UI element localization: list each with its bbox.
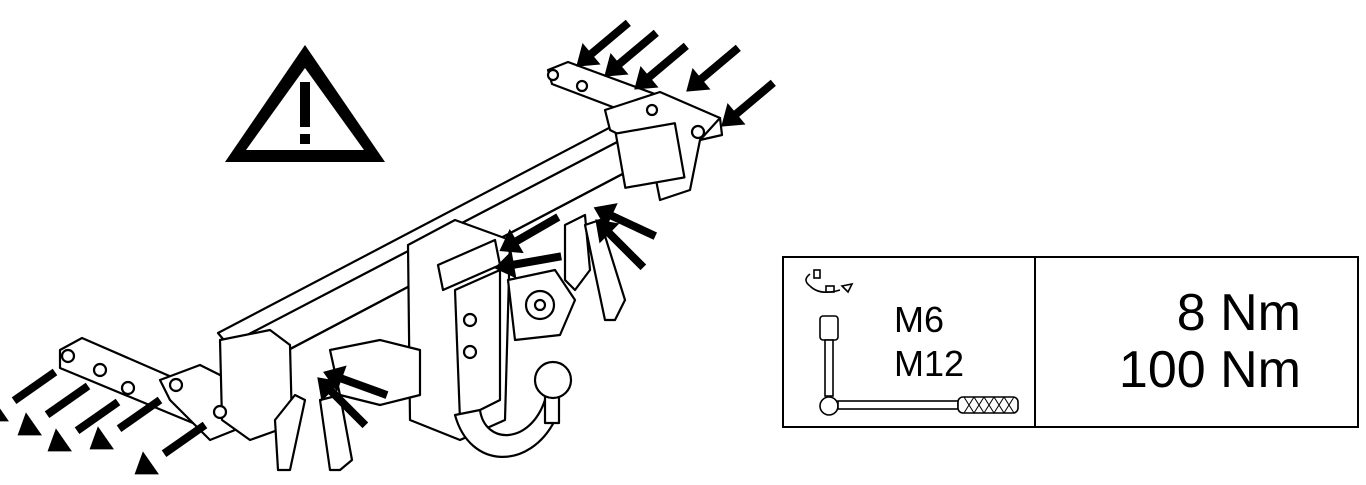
pointer-arrow-icon: [593, 203, 658, 240]
left-support-straps: [273, 338, 422, 472]
torque-thread-cell: M6 M12: [784, 258, 1036, 426]
pointer-arrow-icon: [323, 365, 389, 399]
pointer-arrow-icon: [721, 79, 776, 127]
pointer-arrow-icon: [0, 368, 58, 422]
pointer-arrows: [0, 19, 776, 475]
pointer-arrow-icon: [499, 213, 561, 254]
pointer-arrow-icon: [634, 42, 689, 90]
torque-value-m12: 100 Nm: [1118, 341, 1301, 399]
thread-size-m6: M6: [894, 299, 945, 340]
pointer-arrow-icon: [604, 29, 659, 77]
tow-ball-neck: [453, 360, 573, 458]
pointer-arrow-icon: [595, 219, 647, 271]
pointer-arrow-icon: [89, 396, 163, 450]
socket-plate: [506, 268, 577, 342]
pointer-arrow-icon: [17, 382, 91, 436]
left-mounting-bracket: [58, 328, 294, 442]
rotate-arrows-icon: [805, 269, 854, 294]
torque-value-cell: 8 Nm 100 Nm: [1036, 258, 1357, 426]
pointer-arrow-icon: [686, 44, 741, 92]
center-receiver: [406, 218, 512, 442]
torque-wrench-icon: [805, 269, 1019, 416]
pointer-arrow-icon: [317, 377, 369, 429]
thread-size-m12: M12: [894, 343, 965, 384]
pointer-arrow-icon: [134, 421, 208, 475]
pointer-arrow-icon: [47, 398, 121, 452]
torque-value-m6: 8 Nm: [1176, 283, 1301, 342]
torque-table: M6 M12 8 Nm 100 Nm: [782, 256, 1359, 428]
pointer-arrow-icon: [494, 250, 562, 279]
warning-triangle-icon: [225, 45, 385, 162]
right-support-straps: [563, 213, 627, 322]
right-mounting-bracket: [546, 60, 724, 202]
pointer-arrow-icon: [576, 19, 631, 67]
